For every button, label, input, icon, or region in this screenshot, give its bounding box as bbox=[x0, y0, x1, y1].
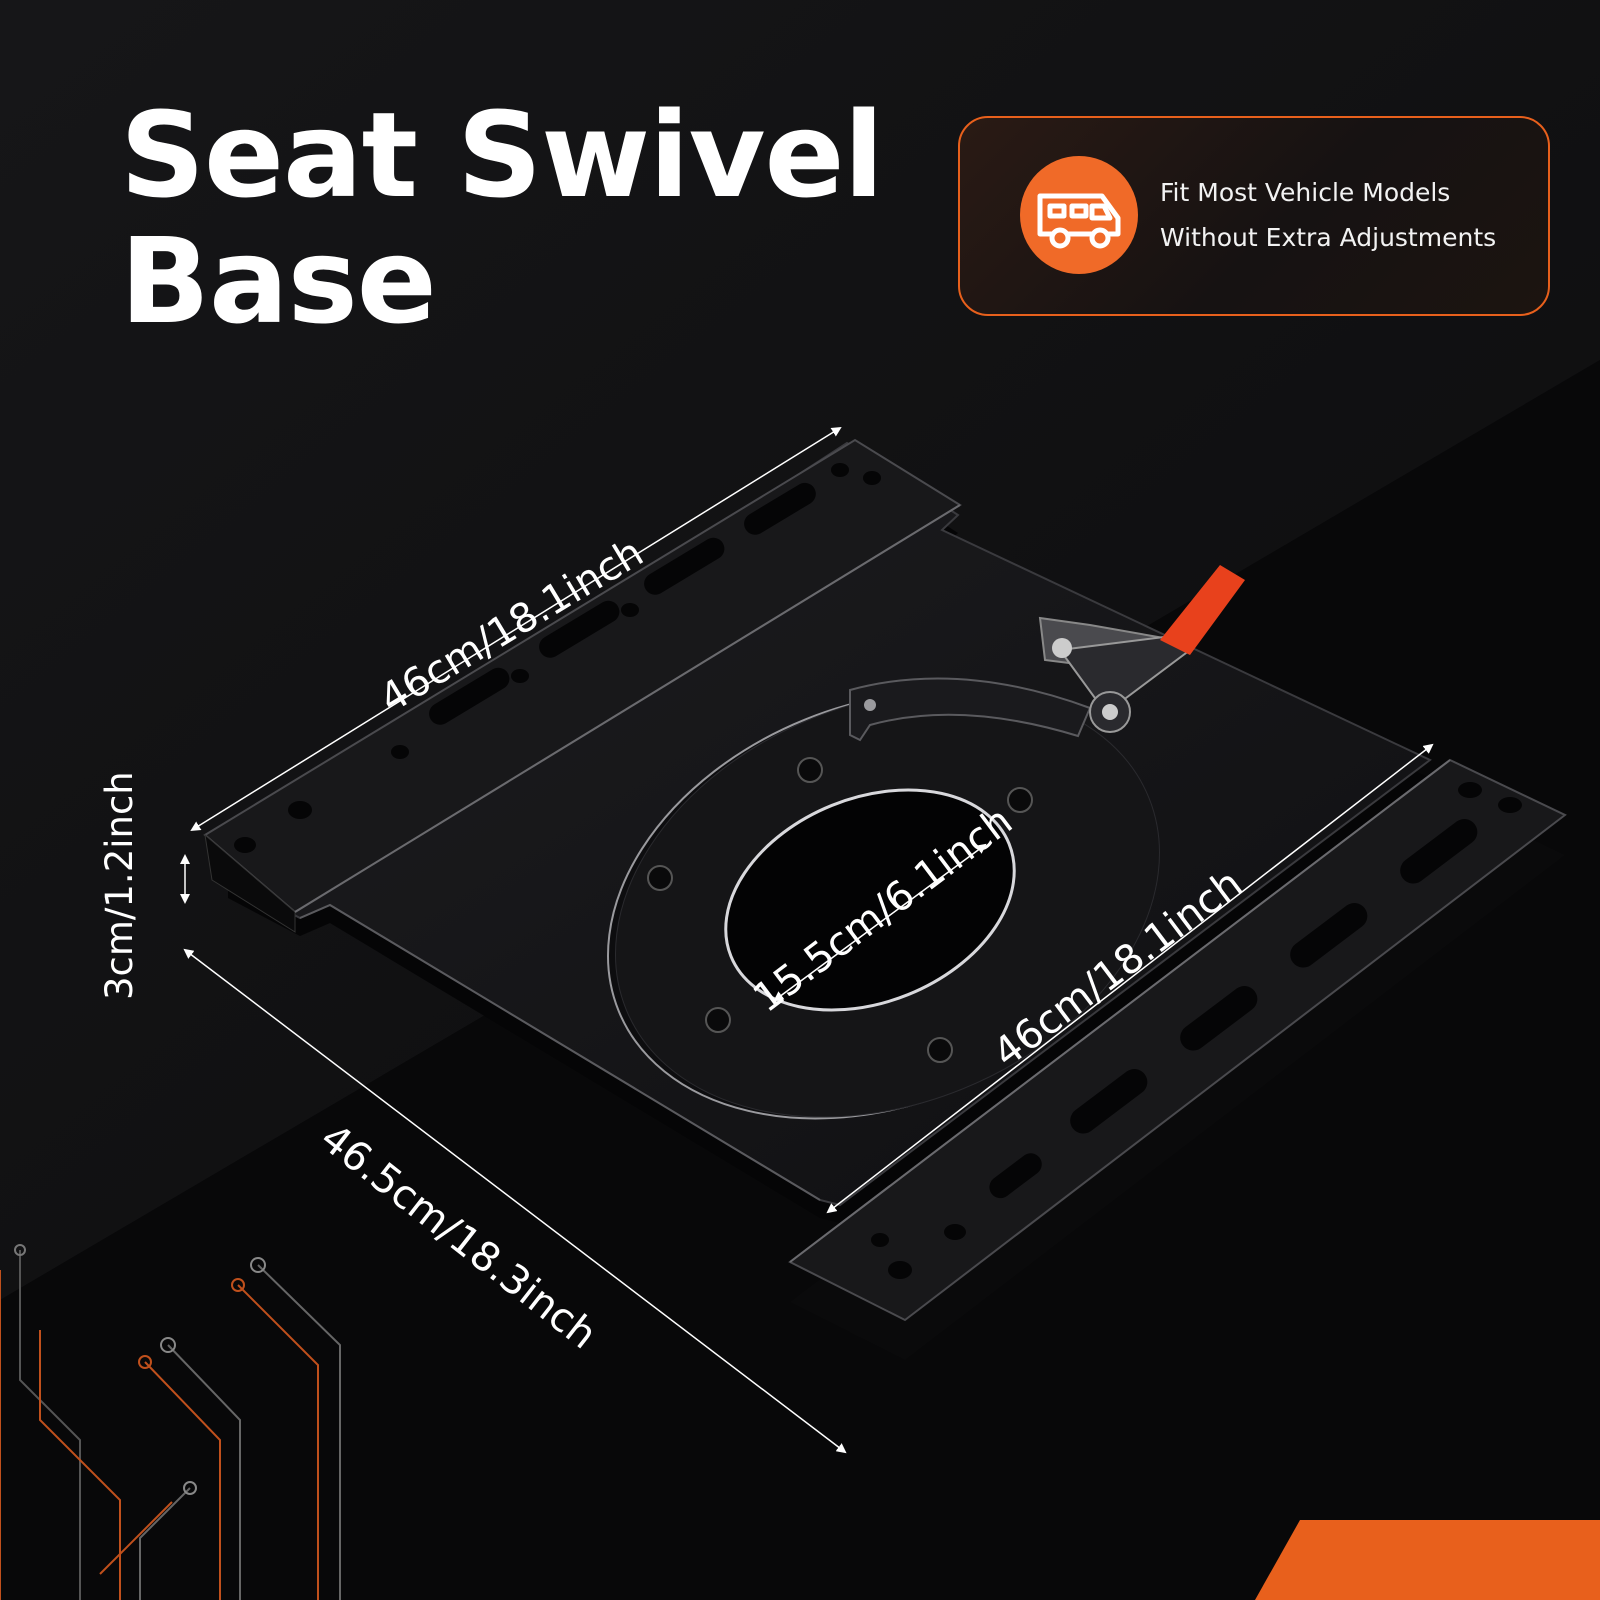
height-label: 3cm/1.2inch bbox=[98, 771, 141, 1000]
orange-corner-accent bbox=[1255, 1520, 1600, 1600]
title-line-1: Seat Swivel bbox=[120, 86, 884, 224]
dimension-lines bbox=[180, 426, 1434, 1454]
feature-line-1: Fit Most Vehicle Models bbox=[1160, 178, 1451, 207]
feature-line-2: Without Extra Adjustments bbox=[1160, 223, 1497, 252]
feature-card: Fit Most Vehicle Models Without Extra Ad… bbox=[958, 116, 1550, 316]
feature-text: Fit Most Vehicle Models Without Extra Ad… bbox=[1160, 170, 1496, 260]
rail-length-arrow bbox=[826, 743, 1434, 1214]
title-line-2: Base bbox=[120, 212, 437, 350]
swivel-lock-lever bbox=[849, 565, 1245, 742]
rv-camper-icon bbox=[1020, 156, 1138, 274]
top-length-arrow bbox=[190, 426, 842, 832]
depth-arrow bbox=[183, 948, 847, 1454]
page-title: Seat Swivel Base bbox=[120, 86, 884, 350]
